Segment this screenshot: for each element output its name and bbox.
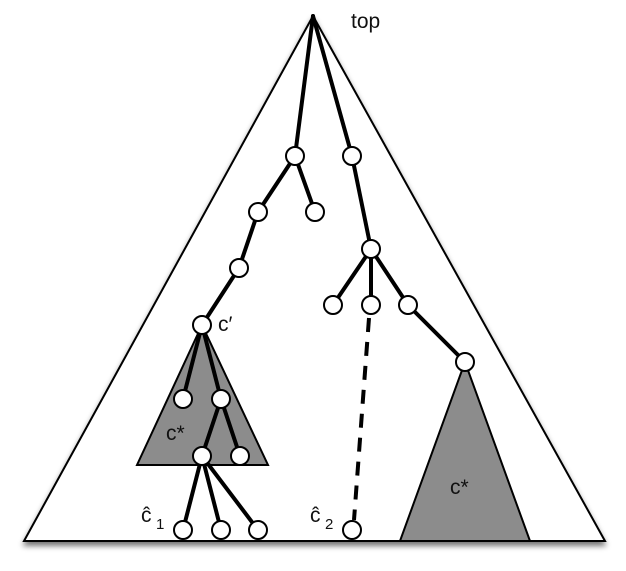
tree-node [305, 202, 325, 222]
tree-nodes [173, 146, 475, 540]
tree-node [211, 389, 231, 409]
tree-node [192, 446, 212, 466]
right-c-star-label: c* [450, 476, 469, 499]
c-prime-label: c′ [218, 313, 233, 336]
tree-node [361, 239, 381, 259]
tree-node [248, 520, 268, 540]
tree-node [342, 146, 362, 166]
right-subtree-triangle [398, 359, 532, 542]
outer-tree-triangle [22, 13, 607, 542]
left-c-star-label: c* [166, 422, 185, 445]
tree-node [361, 295, 381, 315]
top-label: top [351, 10, 380, 33]
tree-node [173, 389, 193, 409]
c-hat-1-label: ĉ [141, 504, 152, 527]
tree-node [285, 146, 305, 166]
c-hat-1-subscript: 1 [156, 516, 164, 533]
tree-node [398, 295, 418, 315]
c-prime-node [192, 315, 212, 335]
right-subtree-root-node [455, 352, 475, 372]
tree-node [211, 520, 231, 540]
tree-edges [181, 14, 467, 532]
c-hat-2-node [342, 520, 362, 540]
tree-node [248, 202, 268, 222]
c-hat-1-node [173, 520, 193, 540]
tree-node [323, 295, 343, 315]
tree-node [229, 258, 249, 278]
c-hat-2-label: ĉ [310, 504, 321, 527]
tree-node [230, 446, 250, 466]
c-hat-2-subscript: 2 [325, 516, 333, 533]
